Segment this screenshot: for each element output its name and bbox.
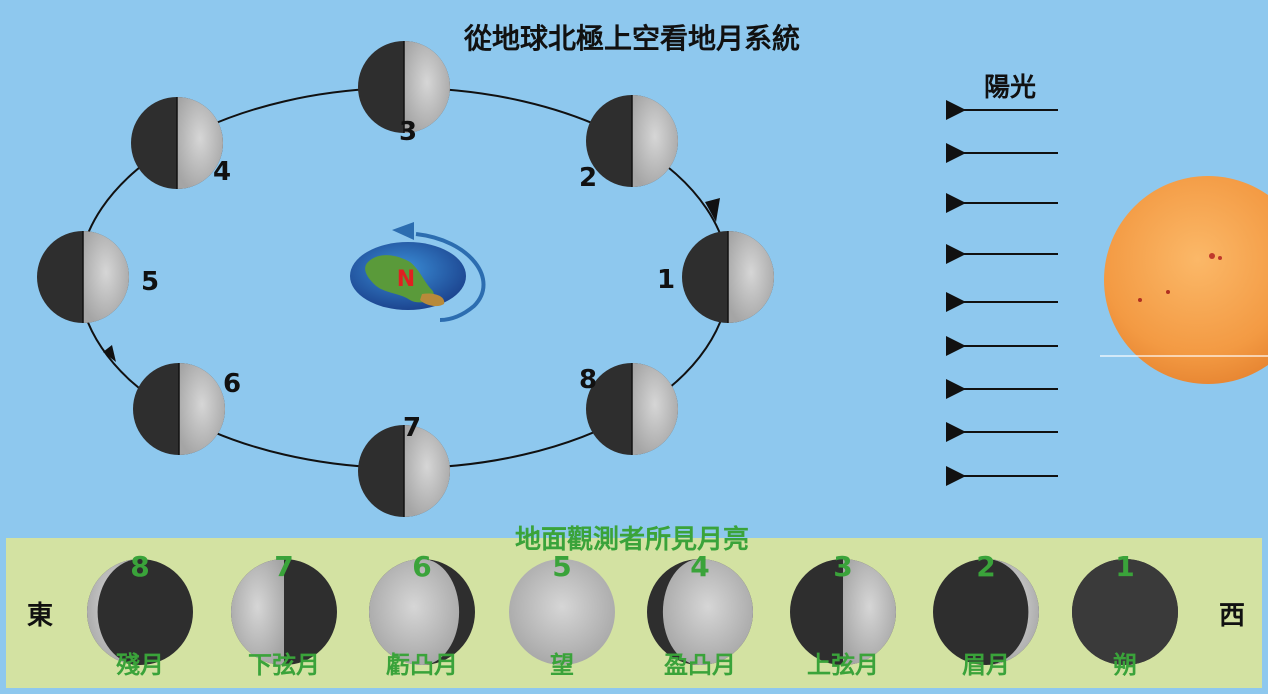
new-moon-disk <box>1072 559 1178 665</box>
sunlight-label: 陽光 <box>984 73 1036 103</box>
phase-number: 6 <box>412 550 431 583</box>
moon-lit-side <box>632 363 678 455</box>
moon-disk <box>509 559 615 665</box>
phase-name: 盈凸月 <box>663 651 736 679</box>
earth-north-label: N <box>397 267 415 292</box>
earth-land-australia <box>420 293 445 307</box>
east-label: 東 <box>27 601 53 631</box>
phase-number: 7 <box>274 550 293 583</box>
moon-lit-side <box>404 41 450 133</box>
orbit-moon-6: 6 <box>133 363 241 455</box>
phase-number: 1 <box>1115 550 1134 583</box>
moon-lit-side <box>179 363 225 455</box>
observed-moon-5: 5望 <box>509 550 615 679</box>
moon-lit-side <box>404 425 450 517</box>
earth-land <box>365 255 434 303</box>
orbit-position-label: 7 <box>403 413 421 443</box>
observed-moon-4: 4 盈凸月 <box>647 550 753 679</box>
observed-moon-1: 1朔 <box>1072 550 1178 679</box>
moon-disk <box>87 559 193 665</box>
phase-number: 4 <box>690 550 709 583</box>
orbit-moon-4: 4 <box>131 97 231 189</box>
observed-moon-8: 8 殘月 <box>87 550 193 679</box>
earth-rotation-arrow <box>415 232 486 322</box>
orbit-moons: 1 2 3 4 5 6 7 8 <box>37 41 774 517</box>
moon-lit-part <box>843 559 896 665</box>
orbit-position-label: 6 <box>223 369 241 399</box>
observed-moon-2: 2 眉月 <box>933 550 1039 679</box>
moon-lit-part <box>986 559 1039 665</box>
diagram-title: 從地球北極上空看地月系統 <box>463 22 800 55</box>
observer-panel-title: 地面觀測者所見月亮 <box>515 524 749 555</box>
orbit-moon-1: 1 <box>657 231 774 323</box>
orbit-moon-8: 8 <box>579 363 678 455</box>
west-label: 西 <box>1219 601 1245 631</box>
phase-name: 望 <box>550 651 574 679</box>
earth-rotation-arrowhead <box>392 222 414 240</box>
moon-lit-side <box>632 95 678 187</box>
sun-disk <box>1104 176 1268 384</box>
orbit-position-label: 4 <box>213 157 231 187</box>
orbit-arrow-left <box>103 345 116 362</box>
observer-panel <box>6 538 1262 688</box>
moon-lit-side <box>177 97 223 189</box>
phase-name: 下弦月 <box>248 651 320 679</box>
orbit-position-label: 2 <box>579 163 597 193</box>
phase-name: 上弦月 <box>807 651 879 679</box>
orbit-moon-5: 5 <box>37 231 159 323</box>
moon-lit-part <box>231 559 284 665</box>
orbit-moon-7: 7 <box>358 413 450 517</box>
observed-moon-6: 6 虧凸月 <box>369 550 475 679</box>
moon-lit-part <box>369 559 460 665</box>
moon-lit-side <box>83 231 129 323</box>
orbit-position-label: 5 <box>141 267 159 297</box>
phase-name: 虧凸月 <box>386 651 458 679</box>
observed-moon-7: 7 下弦月 <box>231 550 337 679</box>
sunlight-arrows <box>946 100 1058 486</box>
phase-number: 3 <box>833 550 852 583</box>
orbit-position-label: 8 <box>579 365 597 395</box>
orbit-arrow-right <box>705 198 720 222</box>
moon-lit-side <box>728 231 774 323</box>
earth: N <box>350 222 486 322</box>
orbit-position-label: 1 <box>657 265 675 295</box>
phase-name: 眉月 <box>962 651 1010 679</box>
orbit-moon-3: 3 <box>358 41 450 147</box>
phase-number: 5 <box>552 550 571 583</box>
sunspot <box>1209 253 1215 259</box>
orbit-moon-2: 2 <box>579 95 678 193</box>
phase-name: 殘月 <box>116 651 164 679</box>
sunspot <box>1138 298 1142 302</box>
sun <box>1100 176 1268 384</box>
observed-moon-3: 3 上弦月 <box>790 550 896 679</box>
phase-name: 朔 <box>1113 651 1137 679</box>
phase-number: 2 <box>976 550 995 583</box>
orbit-position-label: 3 <box>399 117 417 147</box>
moon-disk <box>933 559 1039 665</box>
moon-lit-part <box>662 559 753 665</box>
phase-number: 8 <box>130 550 149 583</box>
moon-lit-part <box>87 559 140 665</box>
sunspot <box>1218 256 1222 260</box>
sunspot <box>1166 290 1170 294</box>
